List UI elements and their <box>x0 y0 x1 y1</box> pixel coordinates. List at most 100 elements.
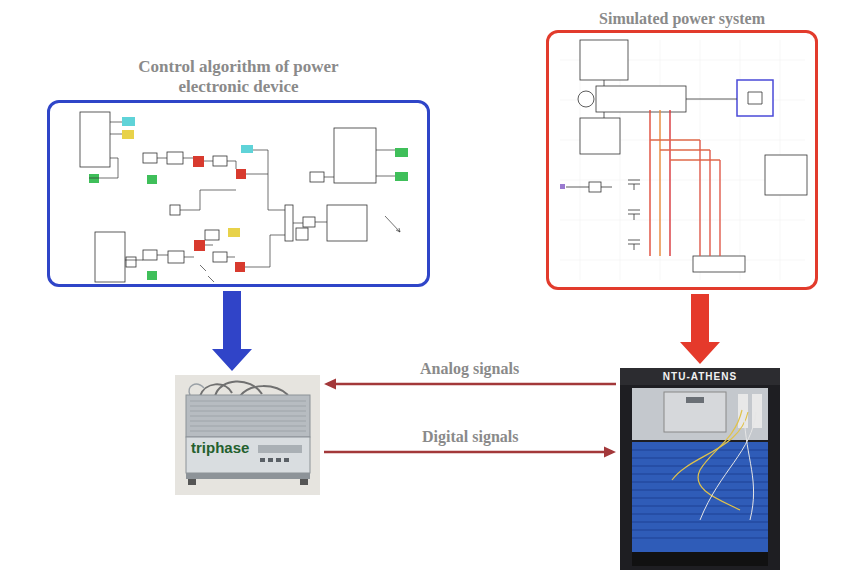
g-shape <box>628 180 640 250</box>
rect-shape <box>752 394 762 428</box>
path-shape <box>189 384 204 395</box>
rect-shape <box>693 256 745 272</box>
path-shape <box>324 150 395 177</box>
path-shape <box>125 190 236 260</box>
g-shape <box>89 117 408 280</box>
rect-shape <box>300 479 308 485</box>
path-shape <box>157 158 236 169</box>
rect-shape <box>327 205 367 241</box>
signal-arrow <box>324 447 616 458</box>
rect-shape <box>122 117 135 126</box>
g-shape <box>80 112 376 282</box>
path-shape <box>748 92 762 104</box>
rect-shape <box>193 156 204 167</box>
path-shape <box>566 99 737 187</box>
block-arrow <box>212 291 252 371</box>
path-shape <box>245 222 327 267</box>
rect-shape <box>632 552 768 566</box>
path-shape <box>672 412 748 480</box>
rect-shape <box>213 252 227 262</box>
path-shape <box>634 184 635 250</box>
g-shape <box>650 110 720 256</box>
rect-shape <box>765 155 807 195</box>
rect-shape <box>80 112 110 167</box>
path-shape <box>89 122 122 178</box>
rect-shape <box>186 473 310 479</box>
g-shape <box>672 410 748 510</box>
path-shape <box>659 110 660 256</box>
block-arrow <box>680 294 720 364</box>
rect-shape <box>168 251 184 263</box>
rect-shape <box>213 156 227 166</box>
path-shape <box>669 110 670 256</box>
rect-shape <box>310 172 324 182</box>
rect-shape <box>596 86 686 112</box>
rect-shape <box>284 458 289 462</box>
rect-shape <box>620 368 780 570</box>
rect-shape <box>285 205 293 241</box>
path-shape <box>200 381 288 396</box>
path-shape <box>385 216 400 232</box>
rect-shape <box>738 394 748 428</box>
path-shape <box>157 245 235 257</box>
path-shape <box>649 110 650 256</box>
rect-shape <box>175 375 320 495</box>
signal-arrow <box>324 379 616 390</box>
path-shape <box>200 265 214 282</box>
rect-shape <box>235 262 245 272</box>
rect-shape <box>296 228 308 240</box>
circle-shape <box>578 91 594 107</box>
rect-shape <box>664 392 726 432</box>
path-shape <box>190 401 306 431</box>
g-shape <box>700 412 756 520</box>
rect-shape <box>620 368 780 385</box>
rect-shape <box>241 145 253 153</box>
g-shape <box>89 122 400 282</box>
rect-shape <box>143 250 157 260</box>
rect-shape <box>143 153 157 163</box>
rect-shape <box>205 230 219 240</box>
rect-shape <box>186 437 310 473</box>
rect-shape <box>186 395 310 437</box>
rect-shape <box>268 458 273 462</box>
rect-shape <box>122 130 134 139</box>
rect-shape <box>194 240 205 251</box>
rect-shape <box>147 175 157 184</box>
path-shape <box>604 80 605 118</box>
rect-shape <box>395 148 408 157</box>
g-shape <box>260 458 289 462</box>
g-shape <box>190 401 306 431</box>
device-logo: triphase <box>191 439 249 457</box>
rect-shape <box>303 217 315 227</box>
rect-shape <box>236 169 246 179</box>
panel-heading: Control algorithm of power electronic de… <box>114 57 364 97</box>
rect-shape <box>580 118 620 154</box>
control-panel: Control algorithm of power electronic de… <box>47 100 430 287</box>
g-shape <box>632 450 768 538</box>
rect-shape <box>170 205 180 215</box>
rect-shape <box>126 257 136 267</box>
controller-device: triphase <box>175 375 320 495</box>
edge-label: Analog signals <box>418 359 521 378</box>
rect-shape <box>560 184 565 189</box>
rect-shape <box>147 271 157 280</box>
rect-shape <box>276 458 281 462</box>
g-shape <box>578 40 807 272</box>
rect-shape <box>334 128 376 183</box>
rack-label: NTU-ATHENS <box>620 370 780 383</box>
rect-shape <box>188 479 196 485</box>
path-shape <box>580 40 780 280</box>
rect-shape <box>89 174 99 183</box>
power-system-panel: Simulated power system <box>546 30 818 290</box>
rect-shape <box>737 80 773 116</box>
path-shape <box>744 414 754 520</box>
rect-shape <box>686 397 704 403</box>
rect-shape <box>228 228 240 237</box>
rect-shape <box>589 182 601 192</box>
g-shape <box>566 80 737 187</box>
path-shape <box>632 450 768 538</box>
rect-shape <box>580 40 628 80</box>
simulator-rack: NTU-ATHENS <box>620 368 780 570</box>
path-shape <box>700 140 720 256</box>
rect-shape <box>260 458 265 462</box>
